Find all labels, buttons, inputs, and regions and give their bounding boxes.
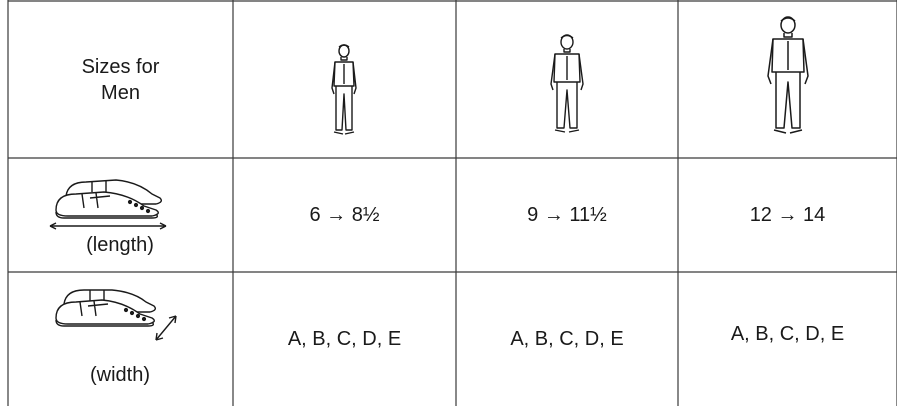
person-small-icon <box>331 44 357 135</box>
person-medium-icon <box>550 34 584 133</box>
width-label: (width) <box>89 364 150 386</box>
width-size-small: A, B, C, D, E <box>287 328 402 350</box>
person-large-icon <box>767 16 809 134</box>
length-size-medium: 9 → 11½ <box>527 204 607 226</box>
corner-label: Sizes for Men <box>81 55 160 104</box>
width-size-medium: A, B, C, D, E <box>510 328 624 350</box>
length-size-large: 12 → 14 <box>749 204 826 226</box>
length-size-small: 6 → 8½ <box>309 204 380 226</box>
width-size-large: A, B, C, D, E <box>730 323 845 345</box>
length-label: (length) <box>86 234 154 256</box>
shoe-width-icon <box>55 289 177 341</box>
shoe-length-icon <box>49 179 167 230</box>
